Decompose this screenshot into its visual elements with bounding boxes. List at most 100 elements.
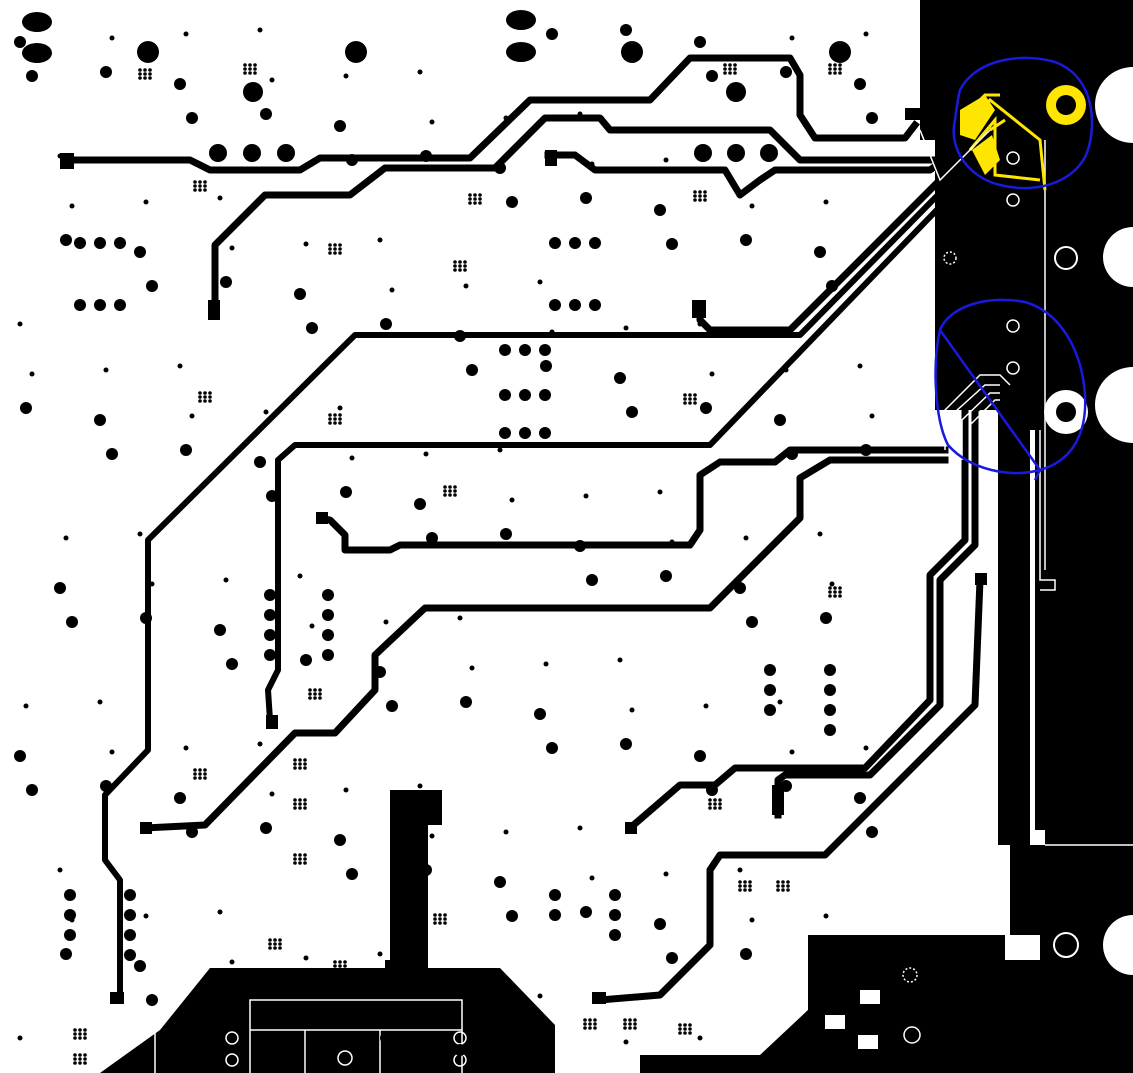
via: [438, 917, 442, 921]
via: [257, 741, 263, 747]
via: [186, 826, 198, 838]
via: [109, 35, 115, 41]
via: [623, 1039, 629, 1045]
via: [438, 921, 442, 925]
via: [293, 762, 297, 766]
via: [223, 577, 229, 583]
via: [633, 1018, 637, 1022]
via: [63, 535, 69, 541]
via: [109, 749, 115, 755]
via: [583, 1026, 587, 1030]
via: [833, 71, 837, 75]
via: [838, 586, 842, 590]
via: [499, 389, 511, 401]
via: [609, 929, 621, 941]
via: [546, 28, 558, 40]
via: [737, 153, 743, 159]
via: [298, 802, 302, 806]
via: [697, 1035, 703, 1041]
via: [293, 766, 297, 770]
via: [666, 238, 678, 250]
via: [193, 772, 197, 776]
via: [743, 880, 747, 884]
via: [628, 1022, 632, 1026]
via: [414, 498, 426, 510]
via: [313, 692, 317, 696]
via: [64, 909, 76, 921]
via: [593, 1022, 597, 1026]
via: [786, 448, 798, 460]
via: [497, 447, 503, 453]
via: [203, 768, 207, 772]
via: [543, 661, 549, 667]
via: [789, 749, 795, 755]
via: [537, 279, 543, 285]
via: [333, 243, 337, 247]
via: [66, 616, 78, 628]
via: [83, 1061, 87, 1065]
via: [743, 888, 747, 892]
via: [148, 76, 152, 80]
via: [786, 880, 790, 884]
via: [322, 649, 334, 661]
via: [193, 188, 197, 192]
via: [343, 960, 347, 964]
via: [776, 888, 780, 892]
via: [209, 144, 227, 162]
via: [183, 745, 189, 751]
via: [328, 417, 332, 421]
via: [298, 857, 302, 861]
via: [826, 280, 838, 292]
via: [273, 942, 277, 946]
via: [713, 806, 717, 810]
via: [17, 321, 23, 327]
via: [203, 772, 207, 776]
via: [243, 63, 247, 67]
via: [780, 66, 792, 78]
via: [103, 367, 109, 373]
via: [473, 201, 477, 205]
via: [64, 889, 76, 901]
via: [698, 190, 702, 194]
via: [303, 758, 307, 762]
via: [417, 783, 423, 789]
via: [833, 67, 837, 71]
via: [549, 889, 561, 901]
via: [709, 371, 715, 377]
via: [377, 951, 383, 957]
via: [134, 960, 146, 972]
via: [273, 946, 277, 950]
via: [593, 1026, 597, 1030]
via: [333, 247, 337, 251]
via: [734, 582, 746, 594]
via: [654, 204, 666, 216]
via: [146, 280, 158, 292]
via: [306, 1036, 318, 1048]
via: [377, 237, 383, 243]
via: [688, 1027, 692, 1031]
via: [183, 31, 189, 37]
via: [346, 154, 358, 166]
via: [854, 78, 866, 90]
via: [654, 918, 666, 930]
via: [443, 913, 447, 917]
via: [193, 184, 197, 188]
via: [448, 485, 452, 489]
via: [137, 41, 159, 63]
via: [278, 942, 282, 946]
via: [499, 344, 511, 356]
via: [26, 70, 38, 82]
via: [738, 884, 742, 888]
via: [308, 688, 312, 692]
via: [193, 776, 197, 780]
via: [583, 1018, 587, 1022]
via: [783, 367, 789, 373]
via: [23, 703, 29, 709]
via: [333, 251, 337, 255]
via: [703, 190, 707, 194]
via: [620, 24, 632, 36]
via: [303, 802, 307, 806]
via: [264, 649, 276, 661]
via: [623, 1026, 627, 1030]
